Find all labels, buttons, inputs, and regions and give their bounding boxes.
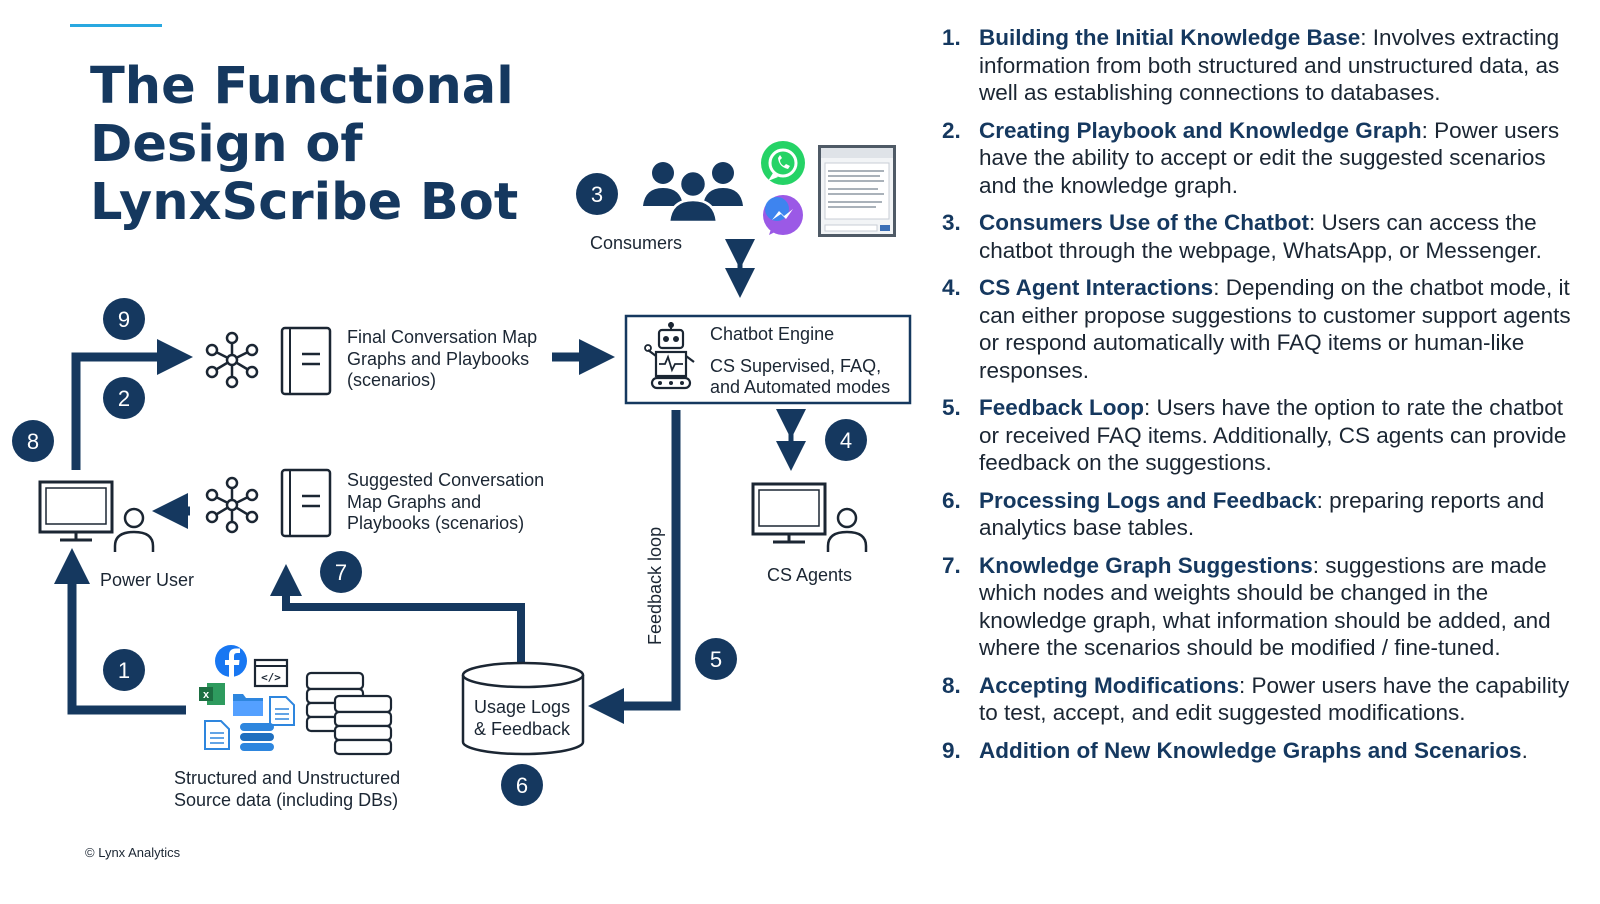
usage-logs-label-1: Usage Logs — [474, 697, 570, 717]
svg-text:4: 4 — [840, 428, 852, 453]
excel-icon: x — [199, 683, 225, 705]
step-title: Accepting Modifications — [979, 672, 1240, 698]
step-item-5: 5.Feedback Loop: Users have the option t… — [942, 395, 1567, 475]
flow-arrow-1 — [54, 548, 186, 715]
usage-logs-label-2: & Feedback — [474, 719, 571, 739]
svg-text:1: 1 — [118, 658, 130, 683]
svg-text:7: 7 — [335, 560, 347, 585]
robot-icon — [644, 322, 695, 390]
final-map-label-1: Final Conversation Map — [347, 327, 537, 347]
svg-text:8: 8 — [27, 429, 39, 454]
source-data-label-2: Source data (including DBs) — [174, 790, 398, 810]
accent-line — [70, 24, 162, 27]
step-text: . — [1521, 737, 1528, 763]
webpage-icon — [818, 145, 896, 237]
user-icon — [826, 507, 868, 554]
step-title: Consumers Use of the Chatbot — [979, 210, 1310, 235]
step-badge-2: 2 — [103, 377, 145, 419]
monitor-icon — [751, 482, 827, 544]
suggested-map-label-2: Map Graphs and — [347, 492, 481, 512]
flow-lines — [54, 239, 806, 724]
svg-text:3: 3 — [591, 182, 603, 207]
copyright: © Lynx Analytics — [85, 845, 181, 860]
step-title: Processing Logs and Feedback — [979, 487, 1317, 513]
step-title: Addition of New Knowledge Graphs and Sce… — [979, 737, 1522, 763]
database-icon — [333, 694, 393, 756]
step-badge-9: 9 — [103, 298, 145, 340]
step-text: : Involves extracting information from b… — [979, 25, 1560, 105]
messenger-icon — [763, 195, 803, 235]
document-icon — [204, 720, 230, 750]
flow-arrow-9 — [71, 339, 193, 470]
document-icon — [269, 696, 295, 726]
source-data-label-1: Structured and Unstructured — [174, 768, 400, 788]
title-line-2: Design of — [90, 115, 363, 174]
svg-text:5: 5 — [710, 647, 722, 672]
whatsapp-icon — [761, 141, 805, 185]
step-item-8: 8.Accepting Modifications: Power users h… — [942, 672, 1570, 726]
svg-text:2: 2 — [118, 386, 130, 411]
step-item-1: 1.Building the Initial Knowledge Base: I… — [942, 25, 1560, 105]
step-badge-8: 8 — [12, 420, 54, 462]
chatbot-engine-title: Chatbot Engine — [710, 324, 834, 344]
usage-logs-database — [461, 661, 585, 756]
code-icon: </> — [253, 658, 289, 688]
step-text: : Users have the option to rate the chat… — [979, 395, 1567, 475]
page-title: The Functional Design of LynxScribe Bot — [90, 58, 550, 232]
svg-text:x: x — [203, 689, 210, 701]
document-icon — [280, 326, 332, 396]
document-icon — [280, 468, 332, 538]
power-user-label: Power User — [100, 570, 194, 590]
suggested-map-label-1: Suggested Conversation — [347, 470, 544, 490]
chatbot-engine-modes-2: and Automated modes — [710, 377, 890, 397]
step-title: Building the Initial Knowledge Base — [979, 25, 1361, 50]
monitor-icon — [38, 480, 114, 542]
svg-text:</>: </> — [261, 671, 281, 684]
folder-icon — [233, 694, 263, 716]
step-text: : Power users have the capability to tes… — [979, 672, 1570, 726]
step-title: Feedback Loop — [979, 395, 1145, 420]
user-icon — [113, 507, 155, 554]
graph-icon — [205, 331, 259, 389]
step-text: : suggestions are made which nodes and w… — [979, 552, 1551, 661]
final-map-label-3: (scenarios) — [347, 370, 436, 390]
step-item-7: 7.Knowledge Graph Suggestions: suggestio… — [942, 552, 1551, 661]
step-title: Knowledge Graph Suggestions — [979, 552, 1313, 578]
flow-arrow-5 — [588, 410, 681, 724]
step-item-3: 3.Consumers Use of the Chatbot: Users ca… — [942, 210, 1542, 263]
svg-text:6: 6 — [516, 773, 528, 798]
people-icon — [643, 162, 743, 224]
flow-arrow-7 — [270, 564, 525, 668]
consumers-label: Consumers — [590, 233, 682, 253]
step-badge-7: 7 — [320, 551, 362, 593]
suggested-map-label-3: Playbooks (scenarios) — [347, 513, 524, 533]
step-item-9: 9.Addition of New Knowledge Graphs and S… — [942, 737, 1528, 763]
database-icon — [240, 723, 274, 751]
step-text: : Power users have the ability to accept… — [979, 117, 1560, 198]
step-title: CS Agent Interactions — [979, 275, 1214, 300]
step-badge-3: 3 — [576, 173, 618, 215]
facebook-icon — [215, 645, 247, 678]
step-text: : Users can access the chatbot through t… — [979, 210, 1542, 263]
chatbot-engine-modes-1: CS Supervised, FAQ, — [710, 356, 881, 376]
functional-diagram: Consumers Chatbot Engine CS Supervised, … — [12, 141, 912, 810]
title-line-1: The Functional — [90, 57, 514, 116]
step-text: : Depending on the chatbot mode, it can … — [979, 275, 1571, 383]
title-line-3: LynxScribe Bot — [90, 173, 519, 232]
svg-text:9: 9 — [118, 307, 130, 332]
step-badge-6: 6 — [501, 764, 543, 806]
step-item-4: 4.CS Agent Interactions: Depending on th… — [942, 275, 1571, 383]
step-text: : preparing reports and analytics base t… — [979, 487, 1545, 541]
step-badge-4: 4 — [825, 419, 867, 461]
feedback-loop-label: Feedback loop — [645, 527, 665, 645]
graph-icon — [205, 476, 259, 534]
step-badge-1: 1 — [103, 649, 145, 691]
step-item-6: 6.Processing Logs and Feedback: preparin… — [942, 487, 1545, 541]
steps-list: 1.Building the Initial Knowledge Base: I… — [942, 24, 1582, 774]
step-title: Creating Playbook and Knowledge Graph — [979, 117, 1422, 143]
step-item-2: 2.Creating Playbook and Knowledge Graph:… — [942, 117, 1560, 198]
cs-agents-label: CS Agents — [767, 565, 852, 585]
step-badge-5: 5 — [695, 638, 737, 680]
final-map-label-2: Graphs and Playbooks — [347, 349, 529, 369]
